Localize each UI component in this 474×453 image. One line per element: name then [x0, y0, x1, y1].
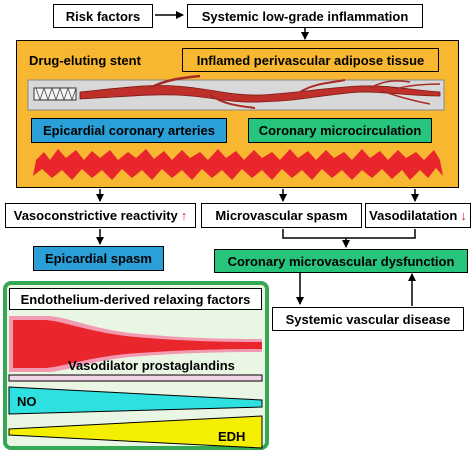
microvascular-spasm-box: Microvascular spasm [201, 203, 362, 228]
risk-factors-label: Risk factors [65, 8, 141, 24]
edh-label: EDH [218, 429, 246, 444]
edh-wedge [8, 415, 263, 449]
drug-eluting-stent-label: Drug-eluting stent [29, 53, 141, 68]
vessel-shape-inner [13, 320, 262, 368]
inflamed-pvat-box: Inflamed perivascular adipose tissue [182, 48, 439, 72]
coronary-microcirculation-label: Coronary microcirculation [258, 123, 422, 138]
systemic-inflammation-box: Systemic low-grade inflammation [187, 4, 423, 28]
no-label: NO [17, 394, 37, 409]
edrf-title-box: Endothelium-derived relaxing factors [9, 288, 262, 310]
edrf-title-label: Endothelium-derived relaxing factors [20, 291, 251, 307]
vasodilatation-box: Vasodilatation ↓ [365, 203, 471, 228]
stent-shape [33, 87, 77, 101]
adipose-flames [33, 149, 443, 180]
connector-join-to-cmd [282, 229, 416, 239]
microvascular-spasm-label: Microvascular spasm [215, 208, 348, 223]
epicardial-arteries-label: Epicardial coronary arteries [43, 123, 215, 138]
main-artery [79, 85, 441, 103]
coronary-microvascular-dysfunction-box: Coronary microvascular dysfunction [214, 249, 468, 273]
epicardial-arteries-box: Epicardial coronary arteries [31, 118, 227, 143]
systemic-vascular-disease-box: Systemic vascular disease [272, 307, 464, 331]
artery-branch-1 [149, 74, 201, 90]
decrease-arrow-icon: ↓ [460, 208, 467, 223]
vasoconstrictive-reactivity-label: Vasoconstrictive reactivity [13, 208, 178, 223]
artery-branch-2 [209, 94, 256, 109]
vasoconstrictive-reactivity-box: Vasoconstrictive reactivity ↑ [5, 203, 196, 228]
systemic-vascular-disease-label: Systemic vascular disease [285, 311, 451, 327]
artery-branch-3 [299, 79, 346, 93]
inflamed-pvat-label: Inflamed perivascular adipose tissue [196, 52, 425, 68]
vasodilatation-label: Vasodilatation [369, 208, 458, 223]
artery-branch-4 [369, 80, 441, 105]
increase-arrow-icon: ↑ [180, 208, 188, 223]
stent-mesh [35, 86, 77, 102]
coronary-microcirculation-box: Coronary microcirculation [248, 118, 432, 143]
prostaglandins-bar [8, 374, 263, 382]
systemic-inflammation-label: Systemic low-grade inflammation [201, 8, 409, 24]
risk-factors-box: Risk factors [53, 4, 153, 28]
epicardial-spasm-label: Epicardial spasm [45, 251, 152, 266]
epicardial-spasm-box: Epicardial spasm [33, 246, 164, 271]
coronary-microvascular-dysfunction-label: Coronary microvascular dysfunction [227, 253, 455, 269]
no-wedge [8, 386, 263, 415]
vasodilator-prostaglandins-label: Vasodilator prostaglandins [68, 358, 235, 373]
